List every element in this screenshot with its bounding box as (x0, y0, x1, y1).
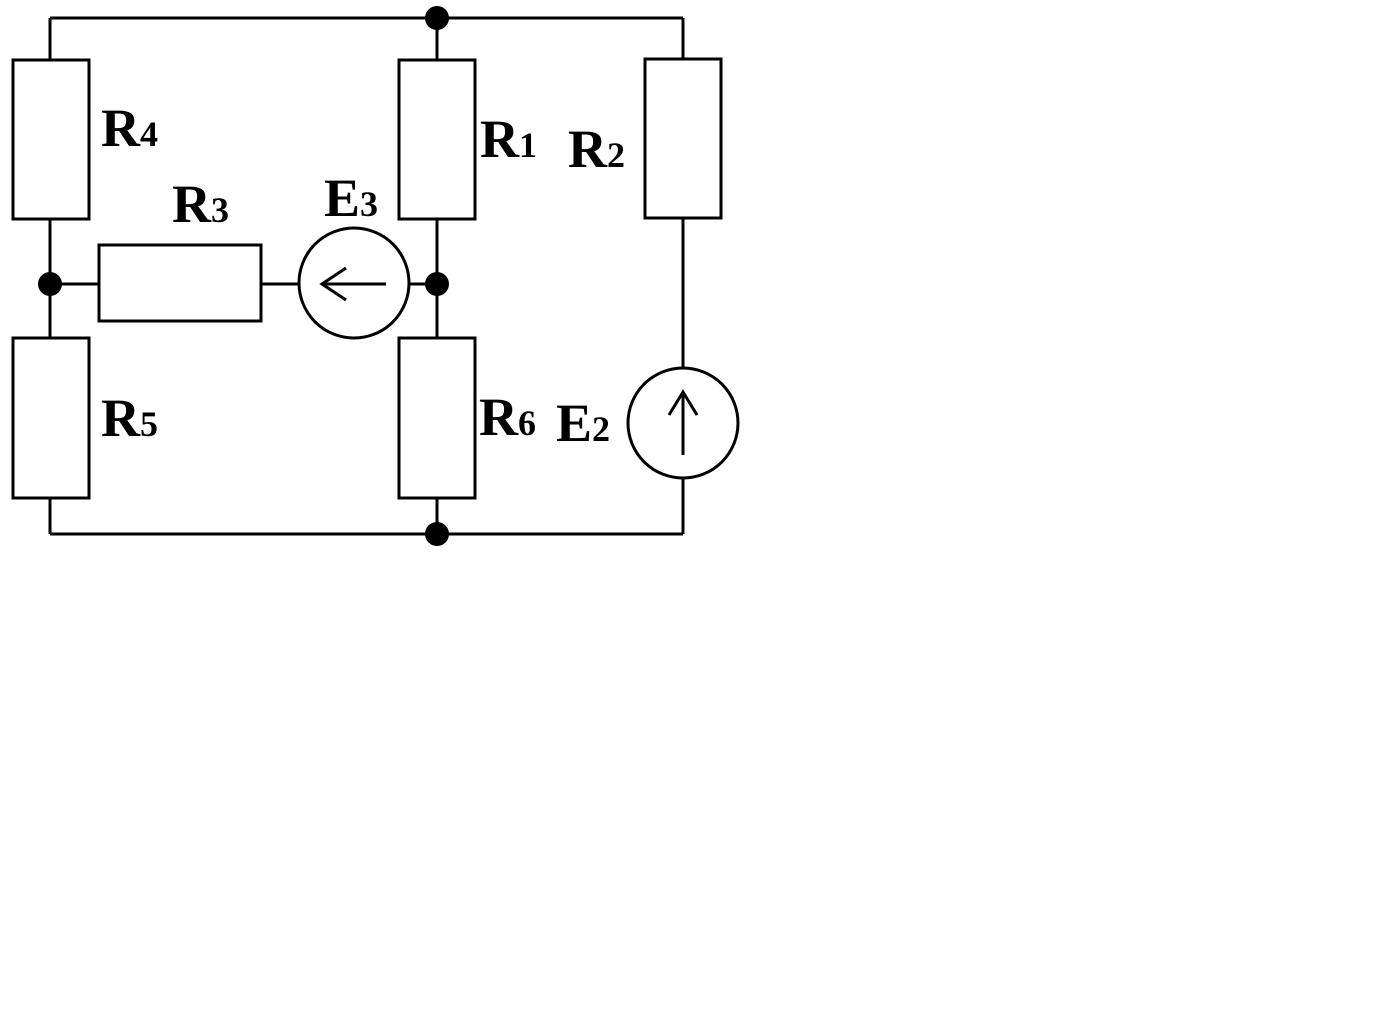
resistor-r2 (643, 57, 723, 220)
label-r1-letter: R (480, 109, 520, 169)
label-r6: R6 (479, 387, 536, 447)
label-r4: R4 (101, 98, 158, 158)
label-r4-letter: R (101, 98, 141, 158)
junction-node-top (425, 6, 449, 30)
junction-node-center (425, 272, 449, 296)
label-e3-index: 3 (360, 184, 378, 224)
arrow-up-icon (667, 389, 699, 416)
label-r5-index: 5 (140, 404, 158, 444)
label-r5-letter: R (101, 388, 141, 448)
label-r1-index: 1 (519, 125, 537, 165)
arrow-left-icon (319, 266, 347, 302)
label-r1: R1 (480, 109, 537, 169)
label-r3-index: 3 (211, 190, 229, 230)
resistor-r1 (397, 58, 477, 221)
resistor-r5 (11, 336, 91, 500)
source-e2 (626, 366, 740, 480)
label-r2: R2 (568, 119, 625, 179)
label-r4-index: 4 (140, 114, 158, 154)
label-e2: E2 (556, 393, 610, 453)
label-e2-index: 2 (592, 409, 610, 449)
label-r3-letter: R (172, 174, 212, 234)
label-r2-letter: R (568, 119, 608, 179)
label-r3: R3 (172, 174, 229, 234)
resistor-r6 (397, 336, 477, 500)
label-r6-index: 6 (518, 403, 536, 443)
label-e3: E3 (324, 168, 378, 228)
label-e3-letter: E (324, 168, 360, 228)
label-r2-index: 2 (607, 135, 625, 175)
label-r6-letter: R (479, 387, 519, 447)
resistor-r3 (97, 243, 263, 323)
source-e3 (297, 226, 411, 340)
label-r5: R5 (101, 388, 158, 448)
junction-node-bottom (425, 522, 449, 546)
resistor-r4 (11, 58, 91, 221)
junction-node-left (38, 272, 62, 296)
label-e2-letter: E (556, 393, 592, 453)
